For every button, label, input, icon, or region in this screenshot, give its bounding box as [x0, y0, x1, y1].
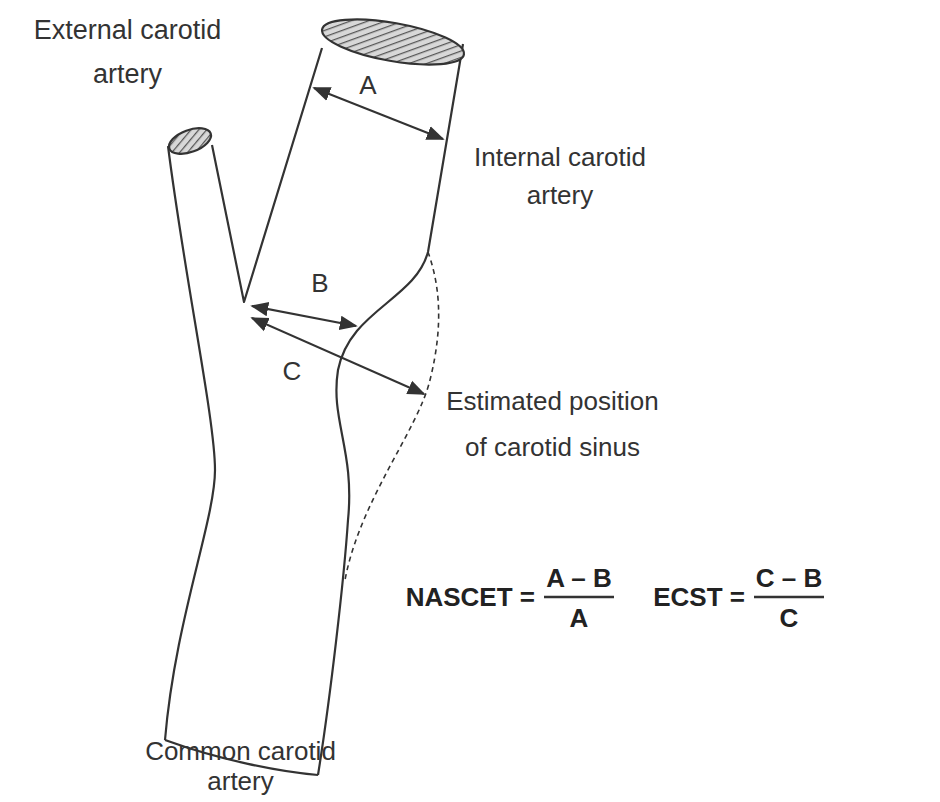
ica-cca-right-wall — [318, 44, 463, 775]
ica-lumen — [319, 11, 467, 73]
artery-label: Internal carotid artery — [460, 138, 660, 214]
dimension-b — [252, 306, 356, 326]
formula-term: NASCET = — [395, 580, 535, 614]
sinus-label: Estimated position of carotid sinus — [440, 378, 665, 470]
dimension-a — [314, 88, 443, 139]
formula-numerator: A – B — [539, 561, 619, 595]
dimension-label: A — [353, 68, 383, 102]
fraction-bar — [544, 596, 614, 599]
formula-numerator: C – B — [749, 561, 829, 595]
fraction-bar — [754, 596, 824, 599]
artery-label: Common carotid artery — [133, 736, 348, 796]
dimension-label: C — [277, 354, 307, 388]
formula-denominator: C — [749, 601, 829, 635]
carotid-sinus-estimate — [345, 252, 439, 580]
eca-lumen — [166, 123, 215, 159]
dimension-label: B — [305, 266, 335, 300]
artery-label: External carotid artery — [20, 8, 235, 96]
dimension-c — [252, 318, 424, 394]
eca-icc-wall — [212, 48, 322, 302]
formula-term: ECST = — [630, 580, 745, 614]
formula-denominator: A — [539, 601, 619, 635]
eca-cca-left-wall — [165, 146, 215, 740]
